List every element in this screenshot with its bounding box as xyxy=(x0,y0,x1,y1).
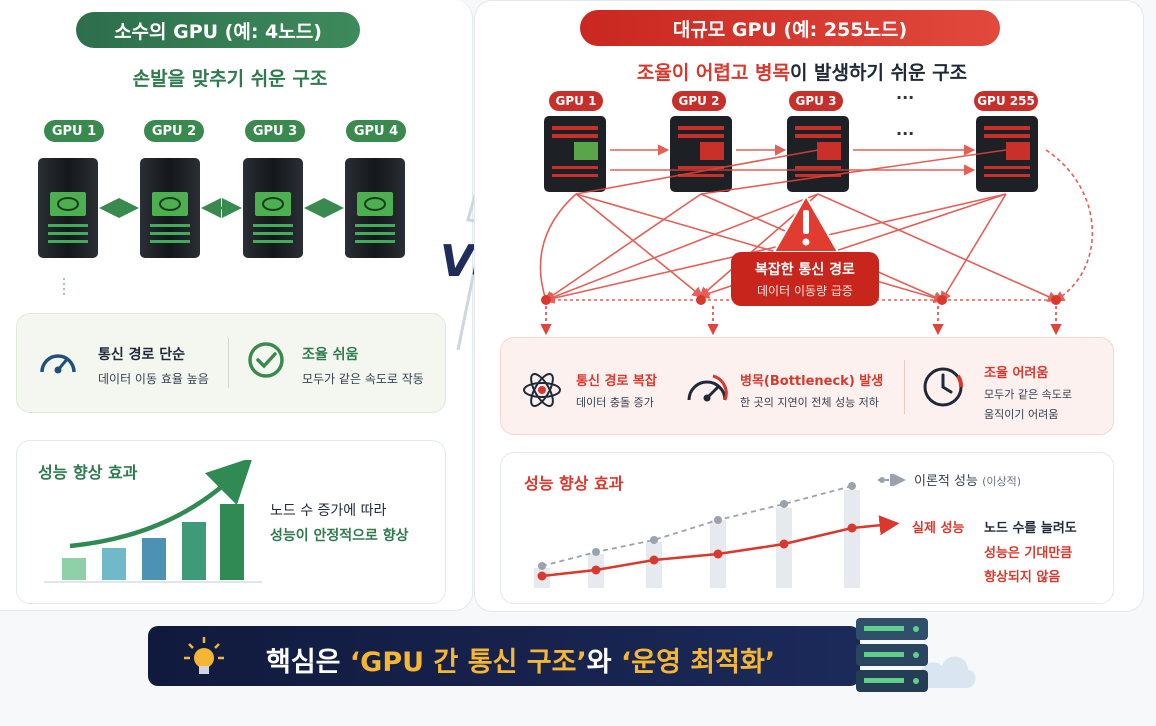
bar-5 xyxy=(220,504,244,580)
warning-line1: 복잡한 통신 경로 xyxy=(755,262,855,278)
right-perf-title: 성능 향상 효과 xyxy=(524,474,624,493)
left-feature-divider xyxy=(228,338,229,388)
right-feature-divider xyxy=(904,360,905,414)
right-perf-chart xyxy=(534,482,900,588)
left-title-pill: 소수의 GPU (예: 4노드) xyxy=(76,12,360,48)
perf-bar-6 xyxy=(844,490,860,588)
left-perf-bar-chart xyxy=(44,460,262,583)
right-gpu-tag-3: GPU 3 xyxy=(789,91,843,111)
theory-line xyxy=(541,485,853,567)
left-gpu-tag-1: GPU 1 xyxy=(44,120,104,142)
footer-banner xyxy=(148,626,860,686)
theory-legend-marker xyxy=(878,474,906,486)
footer-highlight-1: ‘GPU 간 통신 구조’ xyxy=(349,647,587,678)
left-perf-line1: 노드 수 증가에 따라 xyxy=(270,503,387,519)
right-subtitle: 조율이 어렵고 병목이 발생하기 쉬운 구조 xyxy=(482,58,1122,85)
left-subtitle: 손발을 맞추기 쉬운 구조 xyxy=(132,68,328,90)
left-gpu-tag-2: GPU 2 xyxy=(144,120,204,142)
right-perf-note2: 성능은 기대만큼 xyxy=(984,546,1073,561)
right-feature-2-title: 병목(Bottleneck) 발생 xyxy=(740,374,884,389)
server-icon-right-255 xyxy=(976,116,1038,192)
server-icon-right-1 xyxy=(544,116,606,192)
right-subtitle-rest: 이 발생하기 쉬운 구조 xyxy=(789,62,968,84)
right-title-pill: 대규모 GPU (예: 255노드) xyxy=(580,10,1000,46)
warning-box xyxy=(731,252,879,306)
footer-highlight-2: ‘운영 최적화’ xyxy=(620,647,776,678)
perf-bar-3 xyxy=(646,542,662,588)
right-title: 대규모 GPU (예: 255노드) xyxy=(672,18,908,41)
right-gpu-ellipsis-mid: ··· xyxy=(896,124,915,143)
check-circle-icon xyxy=(248,342,284,378)
lightbulb-icon xyxy=(184,637,224,674)
right-feature-1-title: 통신 경로 복잡 xyxy=(576,374,657,389)
left-feature-card xyxy=(16,313,446,413)
left-feature-1-desc: 데이터 이동 효율 높음 xyxy=(98,372,209,386)
left-feature-2-desc: 모두가 같은 속도로 작동 xyxy=(302,372,424,386)
right-perf-note1: 노드 수를 늘려도 xyxy=(984,521,1077,536)
left-feature-2-title: 조율 쉬움 xyxy=(302,347,359,363)
right-feature-card xyxy=(500,337,1114,435)
right-feature-1-desc: 데이터 충돌 증가 xyxy=(576,396,654,409)
server-icon-left-2 xyxy=(140,158,200,258)
left-perf-title: 성능 향상 효과 xyxy=(38,463,138,482)
legend-actual-label: 실제 성능 xyxy=(912,521,965,536)
server-icon-left-3 xyxy=(243,158,303,258)
clock-icon xyxy=(923,367,964,407)
footer-middle: 와 xyxy=(586,647,621,678)
bar-3 xyxy=(142,538,166,580)
right-feature-3-desc: 모두가 같은 속도로 xyxy=(984,388,1072,401)
warning-line2: 데이터 이동량 급증 xyxy=(757,284,853,298)
server-icon-left-1 xyxy=(38,158,98,258)
speedometer-icon xyxy=(40,354,76,374)
right-gpu-tag-255: GPU 255 xyxy=(974,91,1038,111)
bar-1 xyxy=(62,558,86,580)
server-icon-right-3 xyxy=(787,116,849,192)
server-cloud-icon xyxy=(856,618,976,692)
left-title: 소수의 GPU (예: 4노드) xyxy=(114,20,322,43)
right-feature-3-desc2: 움직이기 어려움 xyxy=(984,408,1059,421)
footer-prefix: 핵심은 xyxy=(266,647,350,678)
left-feature-1-title: 통신 경로 단순 xyxy=(98,347,186,363)
left-server-row xyxy=(38,158,405,298)
legend-theory-label: 이론적 성능 (이상적) xyxy=(914,470,1021,489)
left-gpu-tag-4: GPU 4 xyxy=(346,120,406,142)
right-gpu-tag-1: GPU 1 xyxy=(549,91,603,111)
atom-tangle-icon xyxy=(523,373,561,407)
footer-text: 핵심은 ‘GPU 간 통신 구조’와 ‘운영 최적화’ xyxy=(266,640,775,679)
legend-theory-note: (이상적) xyxy=(982,475,1022,488)
gauge-red-icon xyxy=(687,374,728,402)
right-gpu-ellipsis-top: ··· xyxy=(896,88,915,107)
trend-arrow xyxy=(69,460,253,549)
server-icon-left-4 xyxy=(345,158,405,258)
right-feature-2-desc: 한 곳의 지연이 전체 성능 저하 xyxy=(740,396,879,409)
legend-theory: 이론적 성능 xyxy=(914,474,978,489)
bar-2 xyxy=(102,548,126,580)
server-icon-right-2 xyxy=(670,116,732,192)
right-subtitle-red: 조율이 어렵고 병목 xyxy=(636,62,790,84)
right-perf-note3: 향상되지 않음 xyxy=(984,570,1061,585)
left-gpu-tag-3: GPU 3 xyxy=(245,120,305,142)
right-feature-3-title: 조율 어려움 xyxy=(984,366,1049,381)
left-perf-line2: 성능이 안정적으로 향상 xyxy=(270,528,409,544)
bar-4 xyxy=(182,522,206,580)
right-gpu-tag-2: GPU 2 xyxy=(672,91,726,111)
